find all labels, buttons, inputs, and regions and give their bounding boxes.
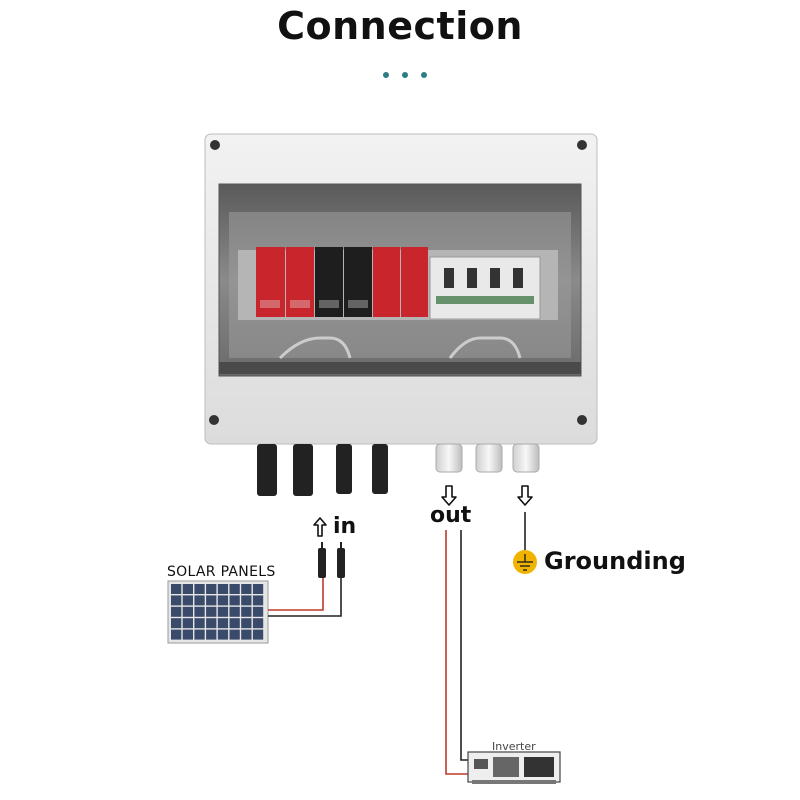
solar-cell: [229, 629, 240, 640]
solar-cell: [229, 618, 240, 629]
solar-cell: [229, 584, 240, 594]
solar-cell: [171, 618, 182, 629]
solar-cell: [171, 595, 182, 606]
solar-cell: [182, 584, 193, 594]
arrow-down-icon: [441, 485, 457, 506]
solar-cell: [182, 606, 193, 617]
arrow-up-icon: [313, 517, 327, 537]
solar-cell: [241, 595, 252, 606]
solar-cell: [217, 595, 229, 606]
cable-glands: [435, 443, 540, 473]
solar-panels-label: SOLAR PANELS: [167, 564, 276, 580]
solar-cell: [182, 629, 193, 640]
output-label: out: [430, 503, 472, 528]
title-dots-decoration: [383, 72, 427, 80]
solar-cell: [217, 629, 229, 640]
inverter-label: Inverter: [492, 740, 536, 753]
solar-cell: [206, 629, 217, 640]
solar-cell: [171, 629, 182, 640]
solar-cell: [206, 595, 217, 606]
solar-cell: [241, 584, 252, 594]
solar-cell: [252, 618, 264, 629]
solar-cell: [206, 584, 217, 594]
mc4-connector-icon: [318, 542, 345, 578]
arrow-down-icon: [517, 485, 533, 506]
solar-cell: [241, 618, 252, 629]
solar-cell: [241, 629, 252, 640]
solar-cell: [194, 584, 205, 594]
inverter-icon: [467, 751, 561, 784]
solar-cell: [194, 606, 205, 617]
solar-cell: [171, 606, 182, 617]
solar-cell: [252, 584, 264, 594]
solar-cell: [229, 606, 240, 617]
solar-cell: [241, 606, 252, 617]
solar-cell: [217, 584, 229, 594]
solar-cell: [229, 595, 240, 606]
solar-cell: [252, 595, 264, 606]
combiner-box: [204, 133, 598, 445]
solar-cell: [171, 584, 182, 594]
solar-cell: [194, 595, 205, 606]
solar-cell: [182, 618, 193, 629]
solar-panel-icon: [167, 580, 269, 644]
solar-cell: [217, 606, 229, 617]
grounding-label: Grounding: [544, 547, 686, 575]
solar-cell: [252, 606, 264, 617]
input-label: in: [333, 514, 357, 539]
mc4-input-connectors: [257, 444, 388, 496]
solar-cell: [194, 629, 205, 640]
solar-cell: [252, 629, 264, 640]
solar-cell: [194, 618, 205, 629]
solar-cell: [206, 606, 217, 617]
ground-icon: [513, 550, 537, 574]
dc-breaker: [429, 256, 541, 320]
spd-modules: [256, 247, 428, 317]
page-title: Connection: [277, 4, 523, 48]
solar-cell: [206, 618, 217, 629]
solar-cell: [217, 618, 229, 629]
solar-cell: [182, 595, 193, 606]
